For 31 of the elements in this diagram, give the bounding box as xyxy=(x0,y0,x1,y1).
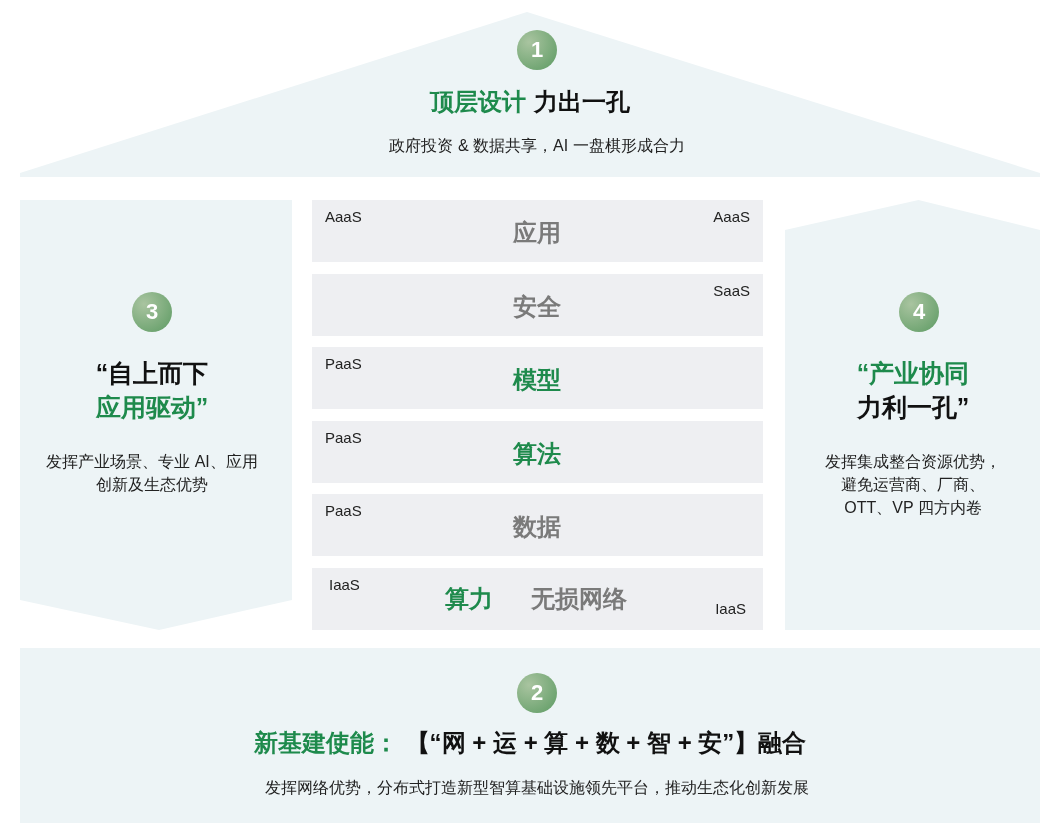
heading: 应用驱动” xyxy=(95,392,209,423)
layer-label: 算力 xyxy=(445,584,493,614)
heading: 力利一孔” xyxy=(856,392,970,423)
heading: 新基建使能： xyxy=(253,728,398,758)
description-text: 政府投资 & 数据共享，AI 一盘棋形成合力 xyxy=(388,136,686,156)
layer-label: 安全 xyxy=(513,292,561,322)
layer-label: 算法 xyxy=(513,439,561,469)
description-text: 发挥集成整合资源优势，避免运营商、厂商、OTT、VP 四方内卷 xyxy=(824,452,1002,519)
heading: “产业协同 xyxy=(856,358,970,389)
service-tag: PaaS xyxy=(325,355,362,374)
service-tag: PaaS xyxy=(325,502,362,521)
layer-label: 应用 xyxy=(513,218,561,248)
base-panel xyxy=(20,648,1040,823)
heading: “自上而下 xyxy=(95,358,209,389)
heading: 顶层设计 xyxy=(430,87,526,117)
service-tag: AaaS xyxy=(325,208,362,227)
service-tag: AaaS xyxy=(713,208,750,227)
heading: 力出一孔 xyxy=(534,87,630,117)
side-panel xyxy=(20,200,292,630)
description-text: 发挥产业场景、专业 AI、应用创新及生态优势 xyxy=(45,452,259,496)
side-panel xyxy=(785,200,1040,630)
description-text: 发挥网络优势，分布式打造新型智算基础设施领先平台，推动生态化创新发展 xyxy=(264,778,810,798)
layer-label: 模型 xyxy=(513,365,561,395)
service-tag: IaaS xyxy=(715,600,746,619)
layer-label: 无损网络 xyxy=(531,584,627,614)
service-tag: PaaS xyxy=(325,429,362,448)
roof-panel xyxy=(20,12,1040,177)
heading: 【“网 + 运 + 算 + 数 + 智 + 安”】融合 xyxy=(405,728,807,758)
layer-label: 数据 xyxy=(513,512,561,542)
service-tag: SaaS xyxy=(713,282,750,301)
service-tag: IaaS xyxy=(329,576,360,595)
